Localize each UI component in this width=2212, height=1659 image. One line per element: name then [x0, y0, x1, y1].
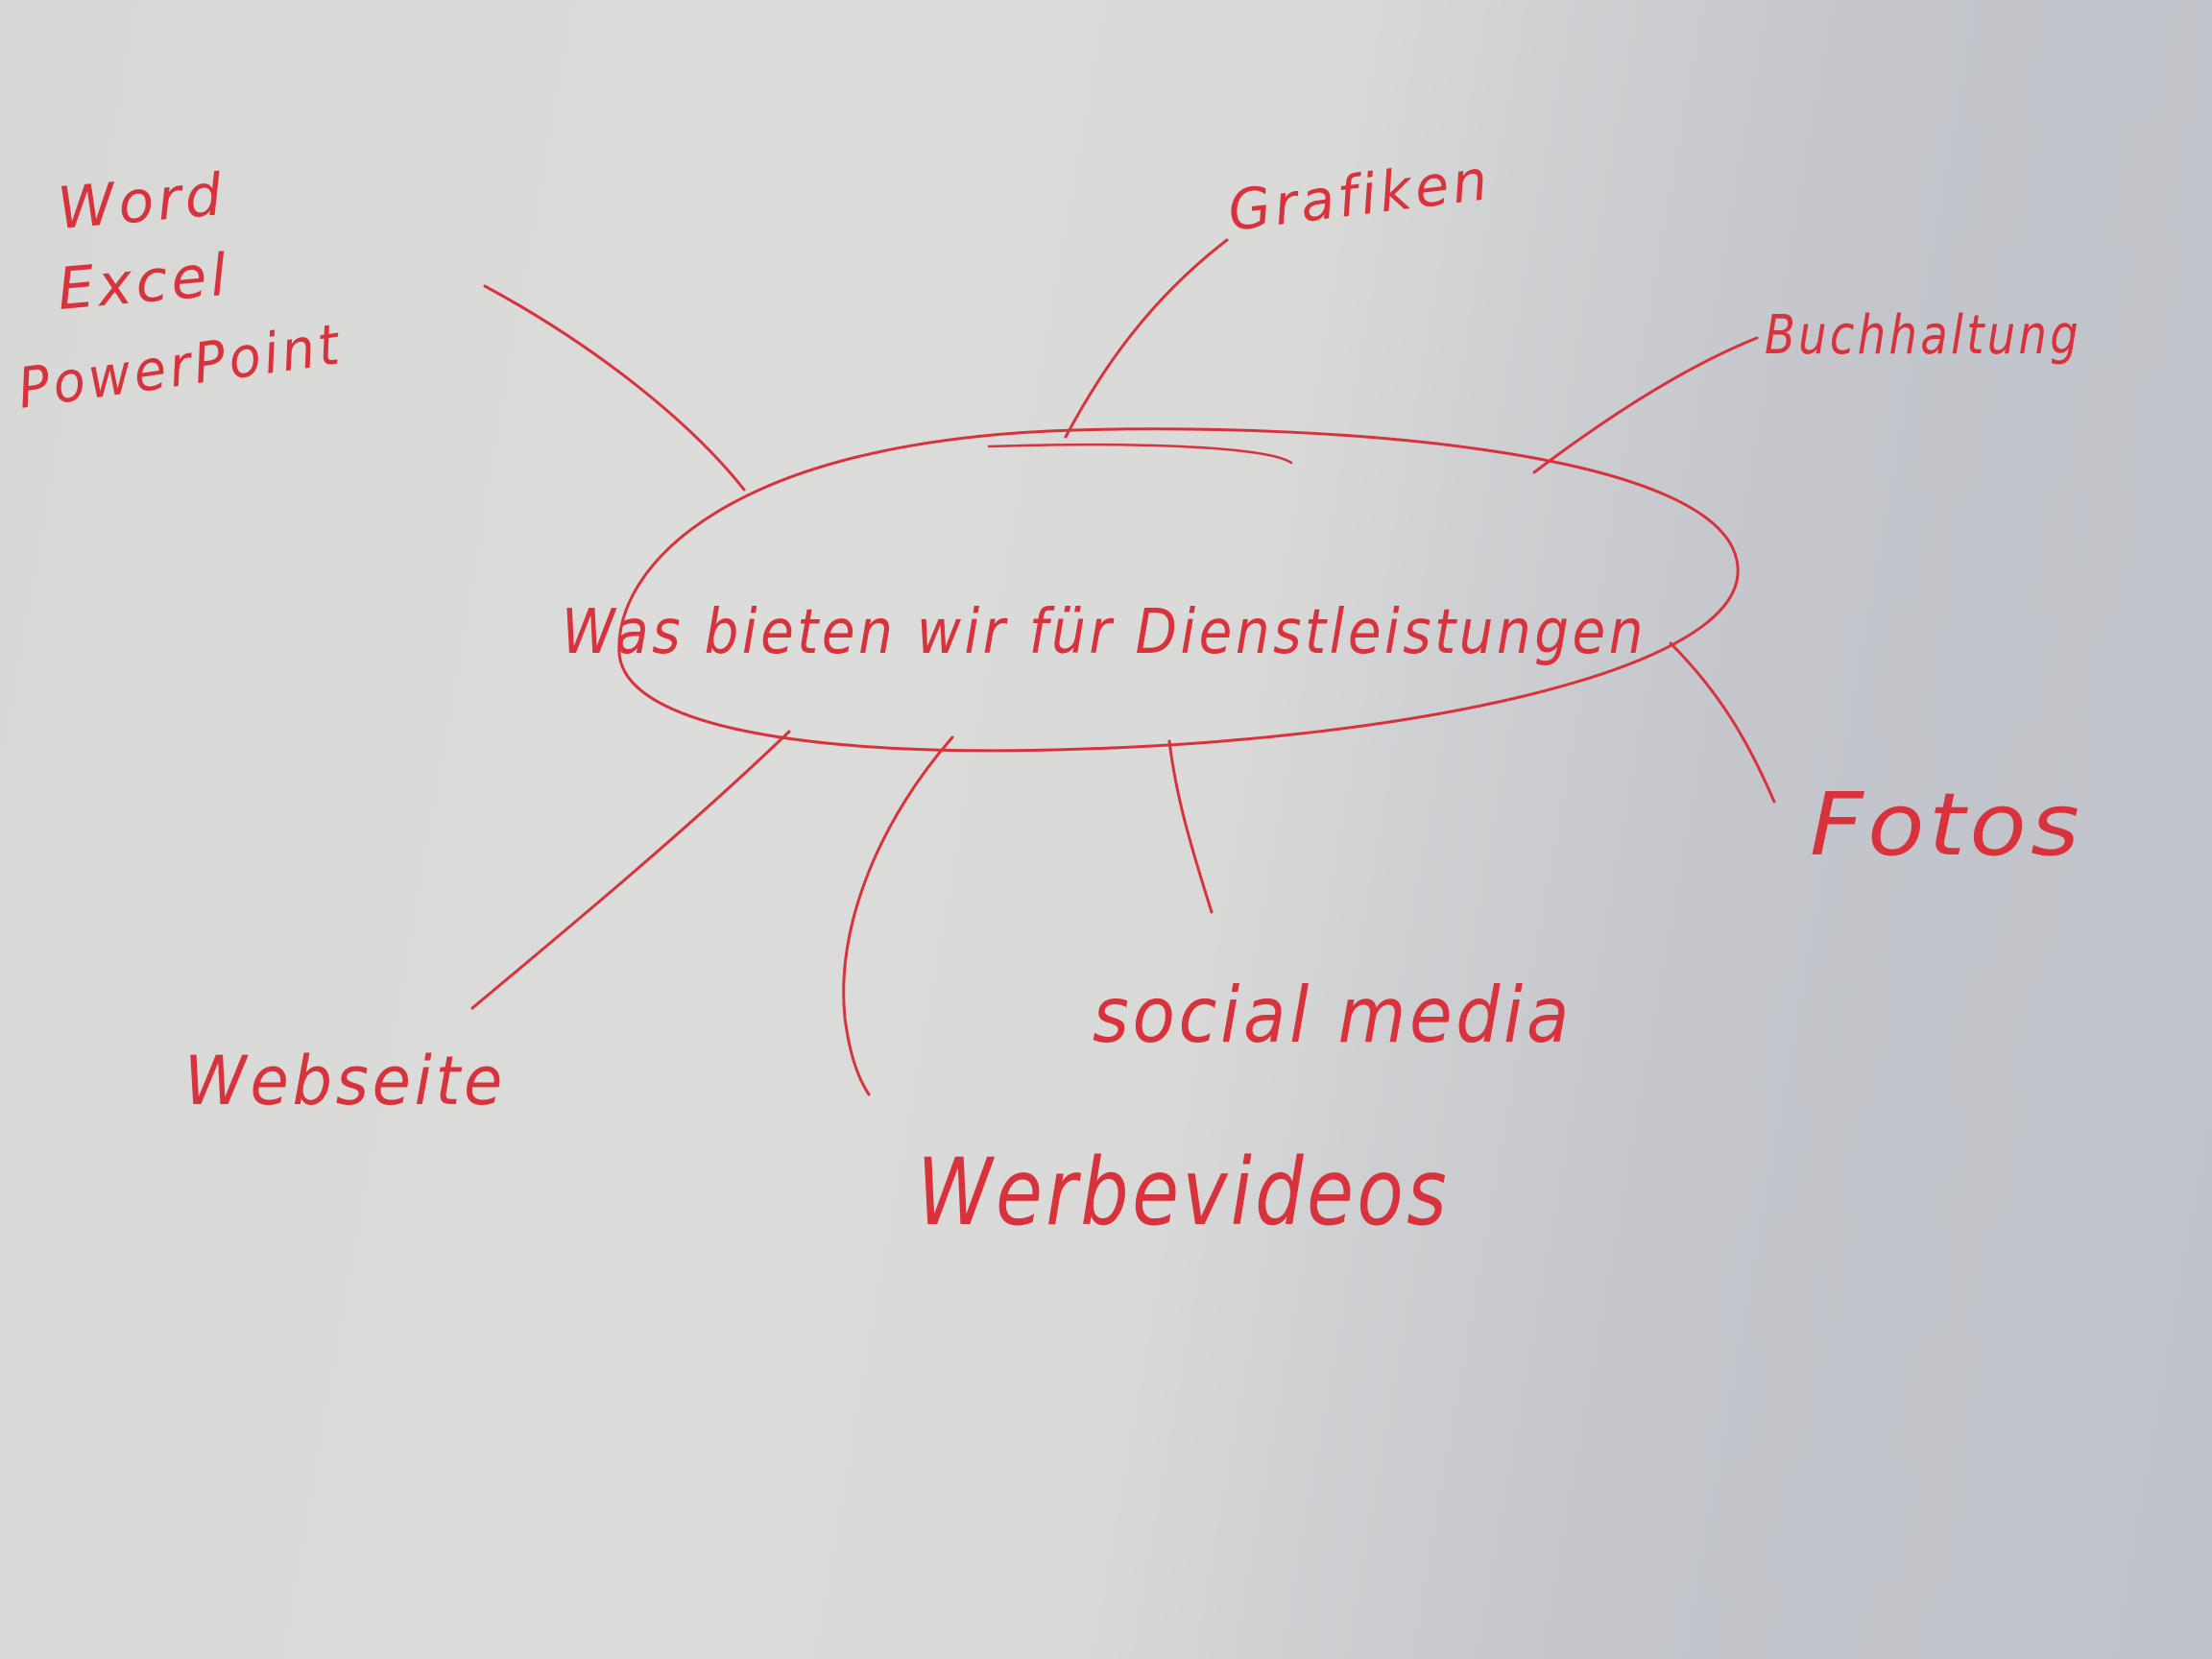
- label-excel: Excel: [55, 242, 232, 324]
- center-label: Was bieten wir für Dienstleistungen: [562, 597, 1647, 668]
- connector-grafiken: [1064, 238, 1229, 439]
- connector-werbevideos: [842, 735, 954, 1096]
- center-ellipse-overlap: [987, 443, 1293, 465]
- label-powerpoint: PowerPoint: [13, 311, 346, 421]
- label-social-media: social media: [1093, 971, 1573, 1060]
- label-werbevideos: Werbevideos: [917, 1139, 1450, 1246]
- label-word: Word: [55, 161, 228, 243]
- connector-buchhaltung: [1532, 336, 1759, 474]
- connector-office: [483, 284, 746, 492]
- connector-fotos: [1669, 641, 1776, 804]
- connector-webseite: [470, 730, 791, 1010]
- center-ellipse: [617, 427, 1740, 753]
- label-grafiken: Grafiken: [1224, 147, 1494, 244]
- label-fotos: Fotos: [1810, 775, 2083, 876]
- connector-social-media: [1167, 739, 1214, 914]
- label-buchhaltung: Buchhaltung: [1765, 304, 2081, 367]
- label-webseite: Webseite: [184, 1042, 506, 1120]
